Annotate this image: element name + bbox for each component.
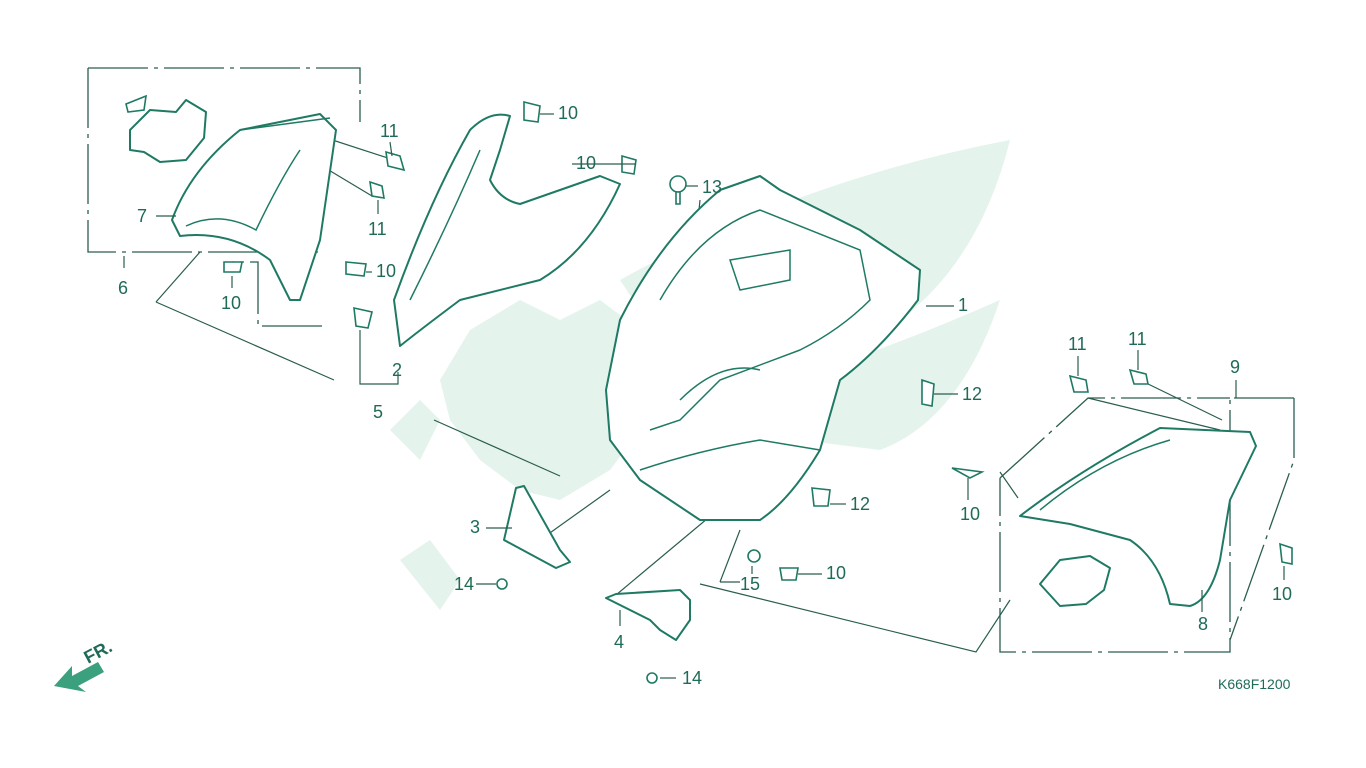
callout-11: 11 bbox=[380, 121, 399, 141]
part-side-cover-right bbox=[1019, 427, 1257, 607]
callout-11: 11 bbox=[1068, 334, 1087, 354]
callout-14: 14 bbox=[454, 574, 474, 594]
assembly-frame-right bbox=[999, 397, 1295, 653]
part-front-top-panel bbox=[393, 113, 621, 347]
callout-8: 8 bbox=[1198, 614, 1208, 634]
part-bracket-3 bbox=[503, 485, 571, 569]
screw-icon bbox=[669, 175, 687, 193]
clip-icon bbox=[223, 261, 243, 273]
callout-14: 14 bbox=[682, 668, 702, 688]
callout-12: 12 bbox=[962, 384, 982, 404]
front-direction-arrow: FR. bbox=[54, 636, 115, 692]
clip-icon bbox=[523, 100, 541, 123]
callout-4: 4 bbox=[614, 632, 624, 652]
clip-icon bbox=[621, 154, 637, 175]
assembly-frame-left bbox=[87, 67, 361, 327]
part-inner-cover-left bbox=[125, 94, 337, 301]
clip-icon bbox=[345, 261, 367, 277]
screw-icon bbox=[646, 672, 658, 684]
callout-5: 5 bbox=[373, 402, 383, 422]
clip-icon bbox=[1128, 368, 1149, 385]
screw-icon bbox=[747, 549, 761, 563]
clip-icon bbox=[369, 180, 385, 199]
callout-12: 12 bbox=[850, 494, 870, 514]
drawing-code: K668F1200 bbox=[1218, 676, 1291, 692]
callout-10: 10 bbox=[558, 103, 578, 123]
clip-icon bbox=[921, 378, 935, 407]
clip-icon bbox=[811, 487, 831, 507]
callout-10: 10 bbox=[221, 293, 241, 313]
callout-10: 10 bbox=[576, 153, 596, 173]
callout-10: 10 bbox=[1272, 584, 1292, 604]
callout-11: 11 bbox=[1128, 329, 1147, 349]
front-label: FR. bbox=[80, 636, 115, 667]
callout-1: 1 bbox=[958, 295, 968, 315]
part-front-cover bbox=[605, 175, 921, 521]
callout-13: 13 bbox=[702, 177, 722, 197]
callout-9: 9 bbox=[1230, 357, 1240, 377]
callout-15: 15 bbox=[740, 574, 760, 594]
clip-icon bbox=[1068, 374, 1089, 393]
callout-6: 6 bbox=[118, 278, 128, 298]
screw-icon bbox=[496, 578, 508, 590]
clip-icon bbox=[951, 467, 985, 479]
callout-labels: 1 2 3 4 5 6 7 8 9 10 10 10 10 10 10 10 1… bbox=[118, 103, 1292, 688]
clip-icon bbox=[1279, 542, 1293, 565]
callout-10: 10 bbox=[376, 261, 396, 281]
callout-7: 7 bbox=[137, 206, 147, 226]
callout-2: 2 bbox=[392, 360, 402, 380]
callout-11: 11 bbox=[368, 219, 387, 239]
clip-icon bbox=[779, 567, 799, 581]
screw-icon bbox=[675, 191, 681, 205]
callout-10: 10 bbox=[960, 504, 980, 524]
label-ticks bbox=[156, 113, 1285, 679]
callout-10: 10 bbox=[826, 563, 846, 583]
fasteners bbox=[223, 100, 1293, 684]
callout-3: 3 bbox=[470, 517, 480, 537]
clip-icon bbox=[353, 306, 373, 329]
part-bracket-4 bbox=[605, 589, 691, 641]
clip-icon bbox=[385, 150, 406, 172]
